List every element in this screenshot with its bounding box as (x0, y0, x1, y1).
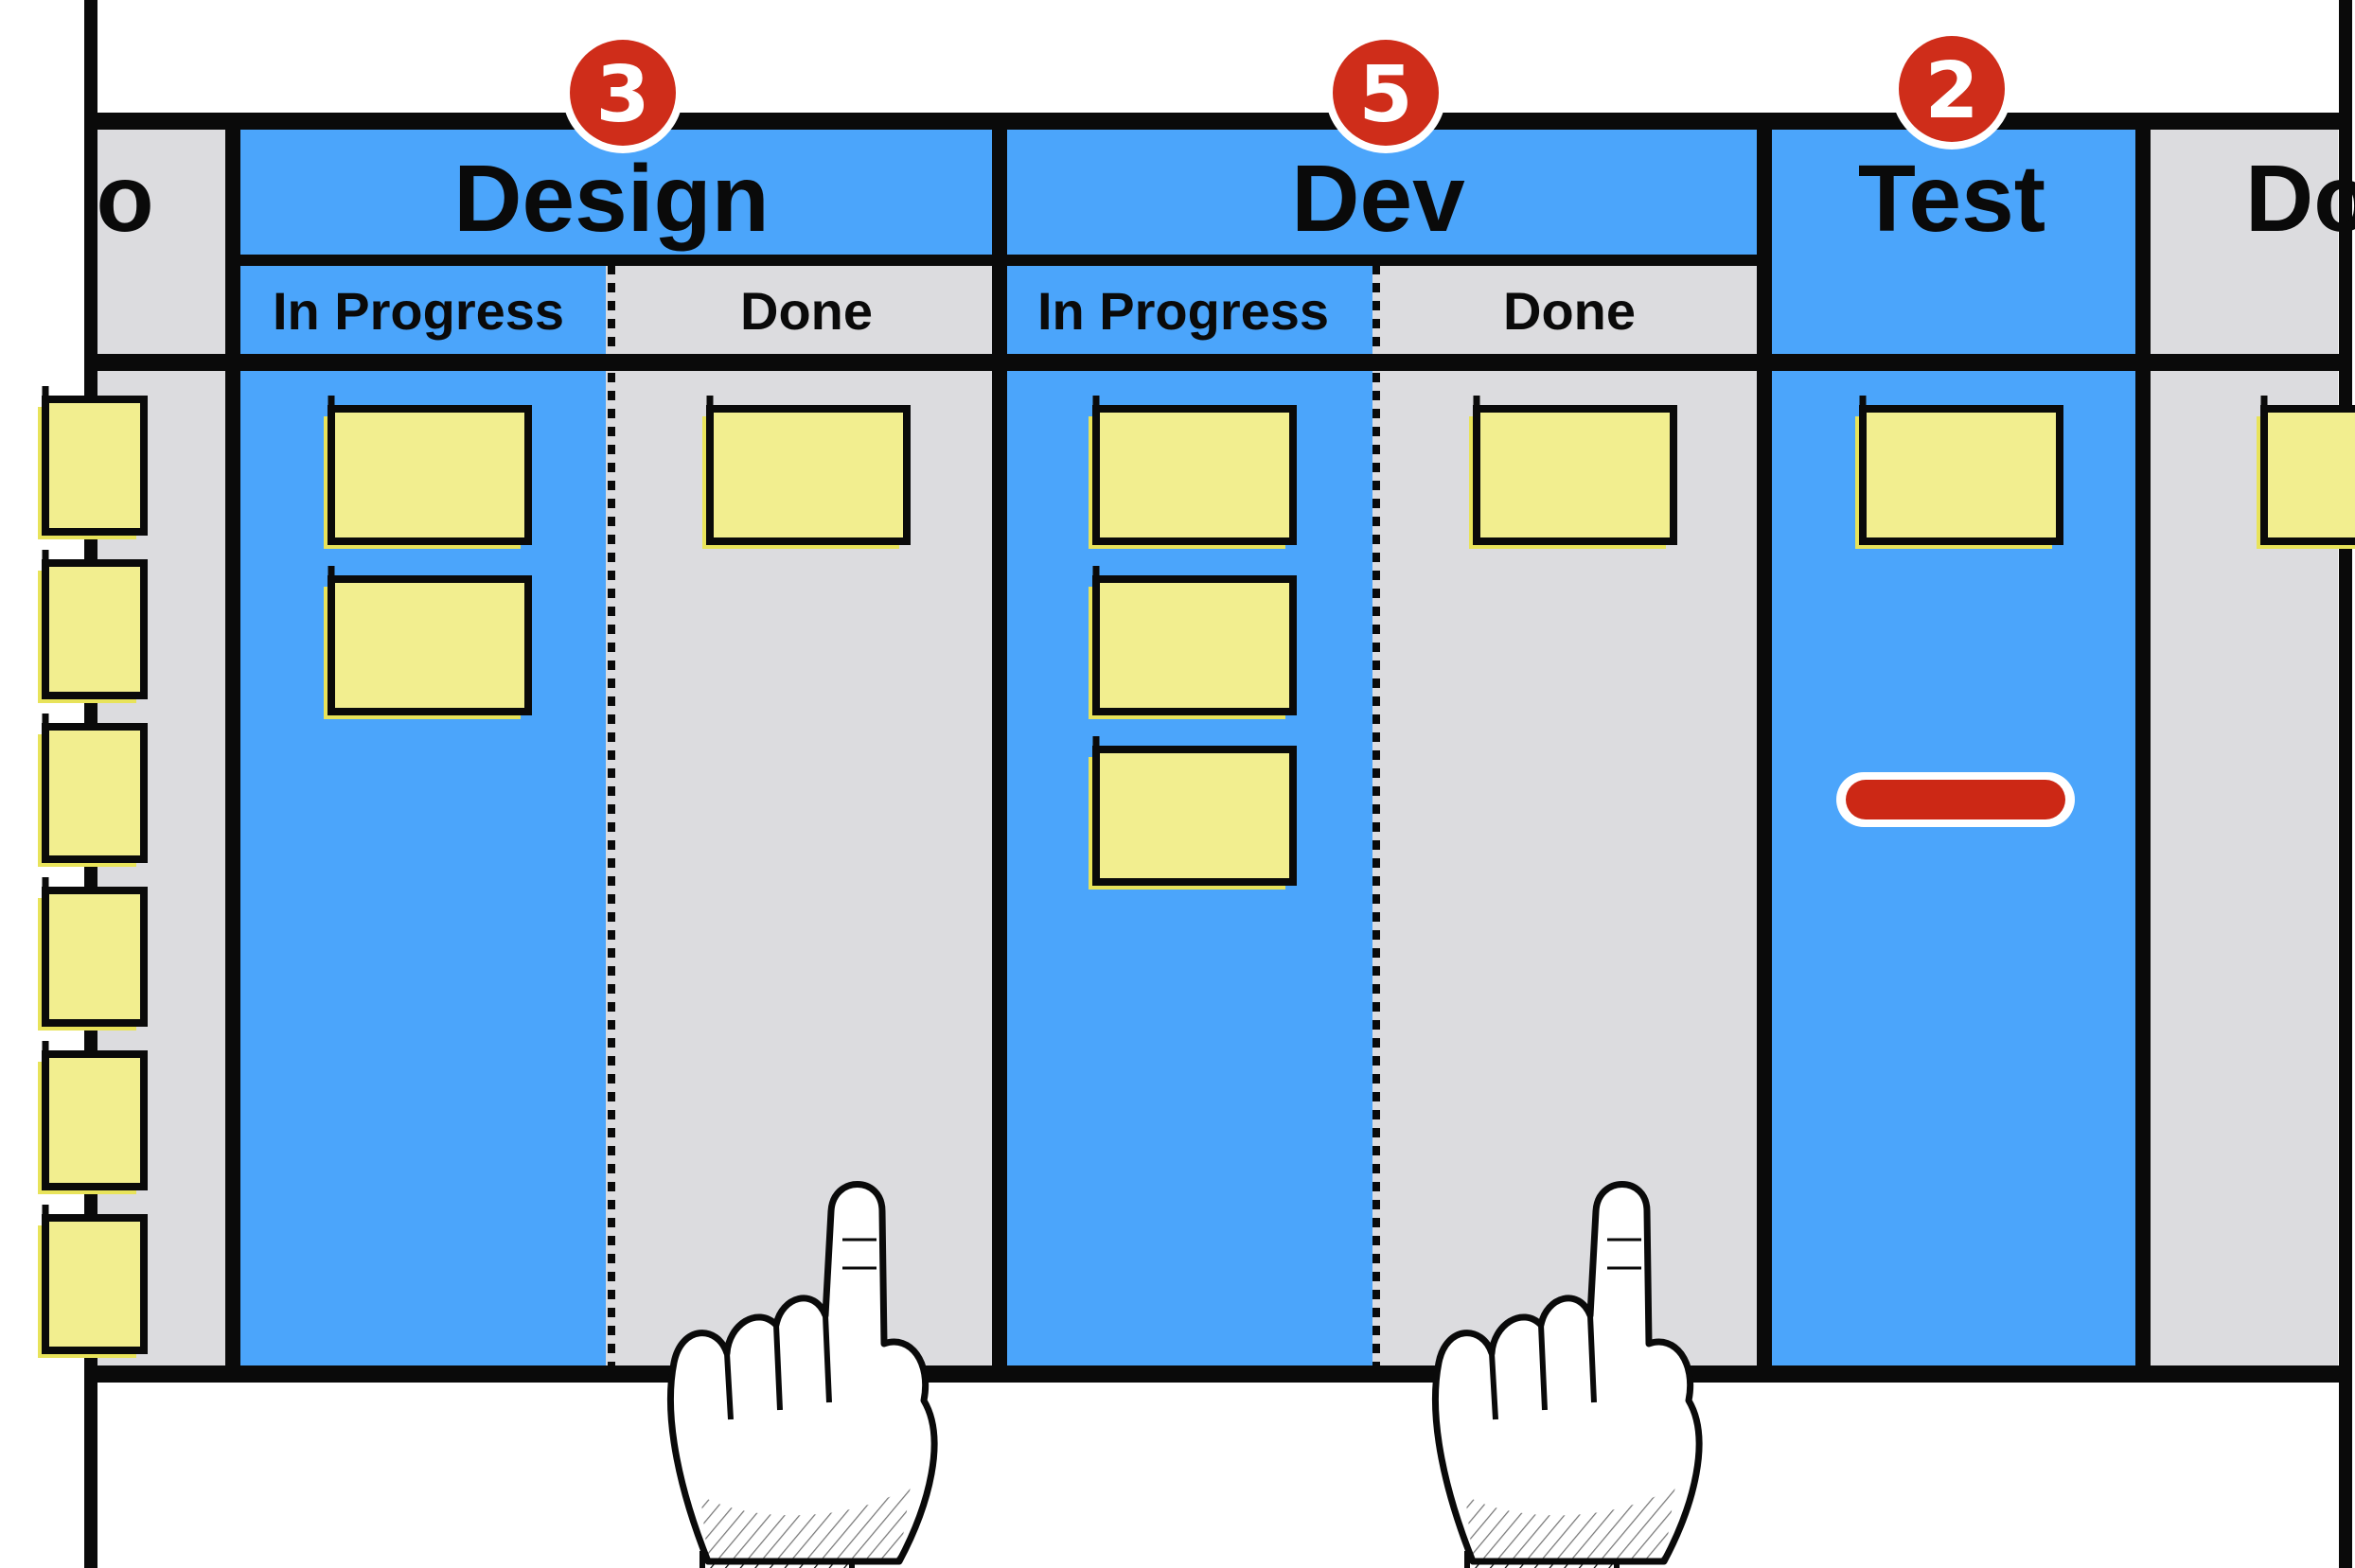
design-wip-number: 3 (595, 50, 649, 140)
dev-title: Dev (1291, 146, 1465, 252)
badge-fill (1333, 40, 1439, 146)
dev-wip-badge: 5 (1325, 32, 1446, 153)
design-inprogress-header-bg (239, 265, 606, 358)
todo-sticky-note (38, 714, 148, 867)
test-sticky-note (1855, 396, 2063, 549)
blocker-bar (1846, 780, 2065, 819)
test-wip-badge: 2 (1891, 28, 2012, 150)
dev-done-label: Done (1503, 281, 1636, 341)
todo-sticky-note (38, 1041, 148, 1194)
design-inprogress-sticky-note (324, 566, 532, 719)
design-done-sticky-note (702, 396, 911, 549)
todo-sticky-note (38, 550, 148, 703)
wip-badges: 3 5 2 (562, 28, 2012, 153)
dev-inprogress-sticky-note (1089, 396, 1297, 549)
design-done-label: Done (740, 281, 873, 341)
lane-titles: In Progress Done In Progress Done (273, 281, 1636, 341)
test-wip-number: 2 (1924, 46, 1978, 136)
dev-inprogress-sticky-note (1089, 566, 1297, 719)
design-inprogress-label: In Progress (273, 281, 564, 341)
design-title: Design (453, 146, 769, 252)
dev-inprogress-label: In Progress (1037, 281, 1329, 341)
todo-title: o (96, 146, 153, 252)
sticky-notes (38, 386, 2355, 1358)
test-title: Test (1858, 146, 2045, 252)
todo-sticky-note (38, 1205, 148, 1358)
todo-sticky-note (38, 386, 148, 539)
done-title: Do (2245, 146, 2355, 252)
blocker-bar-icon (1836, 772, 2075, 827)
design-wip-badge: 3 (562, 32, 683, 153)
todo-sticky-note (38, 877, 148, 1031)
dev-done-sticky-note (1469, 396, 1677, 549)
badge-fill (570, 40, 676, 146)
test-column-bg (1770, 129, 2135, 1372)
column-titles: o Design Dev Test Do (96, 146, 2355, 252)
design-inprogress-sticky-note (324, 396, 532, 549)
board-borders (84, 0, 2352, 1568)
column-backgrounds (95, 121, 2338, 1372)
dev-inprogress-header-bg (1005, 265, 1372, 358)
dev-wip-number: 5 (1358, 50, 1412, 140)
dev-inprogress-sticky-note (1089, 736, 1297, 890)
done-sticky-note (2257, 396, 2355, 549)
badge-fill (1899, 36, 2005, 142)
